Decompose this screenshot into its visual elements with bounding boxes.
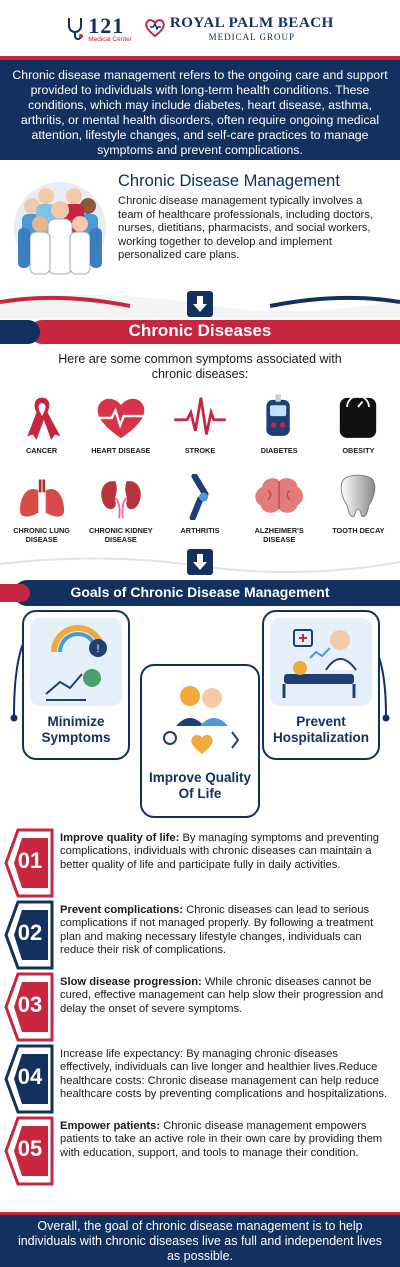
scale-icon (340, 395, 377, 438)
item-number: 04 (17, 1064, 43, 1089)
header: 121 Medical Center ROYAL PALM BEACH MEDI… (0, 0, 400, 56)
divider-wave-1 (0, 290, 400, 318)
disease-item: HEART DISEASE (81, 388, 160, 468)
item-title: Improve quality of life: (60, 832, 180, 844)
disease-item: ARTHRITIS (160, 468, 239, 548)
item-body: ncrease life expectancy: By managing chr… (60, 1048, 388, 1101)
goal-label-line2: Of Life (178, 786, 222, 801)
badge-shape (4, 1044, 54, 1114)
doctors-illustration (10, 166, 110, 281)
goals-section: ! Minimize Symptoms Improve Quality Of L… (0, 608, 400, 822)
logo-121-text: 121 (88, 13, 125, 38)
logo-rp-line2: MEDICAL GROUP (208, 31, 296, 42)
down-arrow-icon (187, 291, 213, 317)
ecg-icon (174, 397, 226, 435)
family-wellness-icon (163, 686, 240, 754)
symptoms-icon: ! (45, 625, 107, 701)
list-item: 03 Slow disease progression: While chron… (0, 972, 400, 1044)
numbered-items: 01 Improve quality of life: By managing … (0, 828, 400, 1188)
disease-item: CHRONIC LUNG DISEASE (2, 468, 81, 548)
outro-stripe (0, 1212, 400, 1215)
heart-icon (96, 398, 145, 439)
ribbon-icon (26, 397, 60, 440)
list-item: 04 Increase life expectancy: By managing… (0, 1044, 400, 1116)
badge-shape (4, 900, 54, 970)
logo-121-medical-center[interactable]: 121 Medical Center (66, 13, 132, 43)
item-body: While chronic diseases cannot be cured, … (60, 976, 384, 1015)
cdm-body: Chronic disease management typically inv… (118, 195, 373, 262)
brain-icon (255, 478, 304, 513)
badge-shape (4, 828, 54, 898)
goal-label-line1: Improve Quality (148, 770, 252, 785)
item-body: Chronic disease management empowers pati… (60, 1120, 383, 1159)
goal-label-line2: Symptoms (41, 730, 111, 745)
goal-label-line1: Prevent (296, 714, 346, 729)
glucometer-icon (266, 394, 290, 436)
item-number: 05 (17, 1136, 43, 1161)
disease-item: TOOTH DECAY (319, 468, 398, 548)
badge-shape (4, 972, 54, 1042)
item-number: 02 (17, 920, 43, 945)
item-body: Chronic diseases can lead to serious com… (60, 904, 374, 957)
knee-joint-icon (189, 474, 209, 520)
stethoscope-icon (68, 18, 84, 40)
header-stripe (0, 56, 400, 60)
svg-text:!: ! (96, 643, 99, 655)
goal-label-line1: Minimize (47, 714, 105, 729)
disease-item: DIABETES (240, 388, 319, 468)
item-body: By managing symptoms and preventing comp… (60, 832, 379, 871)
logo-121-subtext: Medical Center (88, 36, 132, 43)
intro-text: Chronic disease management refers to the… (0, 60, 400, 160)
item-number: 03 (17, 992, 43, 1017)
disease-item: OBESITY (319, 388, 398, 468)
chronic-diseases-banner: Chronic Diseases (0, 318, 400, 346)
lungs-icon (19, 479, 64, 517)
goals-title: Goals of Chronic Disease Management (70, 584, 330, 600)
cdm-title: Chronic Disease Management (118, 172, 340, 190)
goal-card-prevent-hospitalization: Prevent Hospitalization (262, 610, 380, 760)
disease-item: CHRONIC KIDNEY DISEASE (81, 468, 160, 548)
kidneys-icon (101, 481, 141, 519)
goal-label-line2: Hospitalization (272, 730, 369, 745)
logo-rp-line1: ROYAL PALM BEACH (169, 14, 334, 31)
diseases-grid: CANCER HEART DISEASE STROKE DIABETES OBE… (0, 388, 400, 548)
item-title: Prevent complications: (60, 904, 184, 916)
goals-banner: Goals of Chronic Disease Management (0, 578, 400, 608)
item-title: Slow disease progression: (60, 976, 202, 988)
goal-card-improve-quality: Improve Quality Of Life (140, 664, 260, 818)
disease-item: CANCER (2, 388, 81, 468)
badge-shape (4, 1116, 54, 1186)
list-item: 01 Improve quality of life: By managing … (0, 828, 400, 900)
list-item: 05 Empower patients: Chronic disease man… (0, 1116, 400, 1188)
divider-wave-2 (0, 548, 400, 576)
outro-text: Overall, the goal of chronic disease man… (0, 1215, 400, 1267)
tooth-icon (341, 474, 376, 517)
item-title: I (60, 1048, 64, 1060)
chronic-diseases-intro: Here are some common symptoms associated… (58, 352, 342, 381)
goal-card-minimize-symptoms: ! Minimize Symptoms (22, 610, 130, 760)
chronic-diseases-title: Chronic Diseases (128, 321, 272, 340)
disease-item: ALZHEIMER'S DISEASE (240, 468, 319, 548)
item-number: 01 (17, 848, 43, 873)
hospital-care-icon (282, 629, 357, 698)
list-item: 02 Prevent complications: Chronic diseas… (0, 900, 400, 972)
down-arrow-icon (187, 549, 213, 575)
disease-item: STROKE (160, 388, 239, 468)
cdm-section: Chronic Disease Management Chronic disea… (0, 160, 400, 290)
item-title: Empower patients: (60, 1120, 161, 1132)
heart-outline-icon (145, 19, 165, 38)
logo-royal-palm-beach[interactable]: ROYAL PALM BEACH MEDICAL GROUP (144, 15, 334, 42)
